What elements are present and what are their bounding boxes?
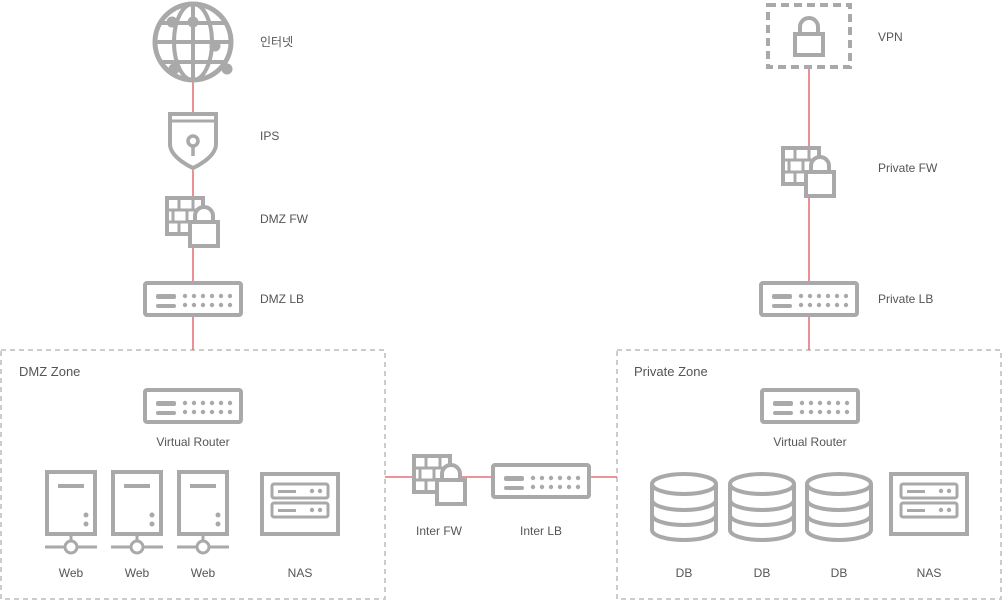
ips-label: IPS	[260, 129, 280, 143]
web-server-label-2: Web	[124, 566, 150, 580]
private-router-label: Virtual Router	[773, 435, 847, 449]
dmz-fw-icon	[165, 196, 220, 248]
dmz-router-label: Virtual Router	[156, 435, 230, 449]
private-nas-label: NAS	[916, 566, 942, 580]
database-icon-2	[728, 472, 796, 542]
inter-lb-label: Inter LB	[519, 524, 563, 538]
private-lb-icon	[759, 281, 859, 317]
database-icon-1	[650, 472, 718, 542]
dmz-fw-label: DMZ FW	[260, 212, 308, 226]
database-label-1: DB	[675, 566, 693, 580]
dmz-zone-title: DMZ Zone	[19, 364, 81, 379]
web-server-label-1: Web	[58, 566, 84, 580]
vpn-label: VPN	[878, 30, 903, 44]
link-lines	[192, 40, 810, 478]
dmz-nas-icon	[260, 472, 340, 536]
inter-fw-label: Inter FW	[415, 524, 463, 538]
globe-icon	[152, 1, 234, 83]
inter-fw-icon	[412, 454, 467, 506]
web-server-label-3: Web	[190, 566, 216, 580]
dmz-virtual-router-icon	[143, 388, 243, 424]
private-fw-label: Private FW	[878, 161, 938, 175]
database-label-2: DB	[753, 566, 771, 580]
private-virtual-router-icon	[760, 388, 860, 424]
web-server-icon-3	[175, 470, 231, 555]
internet-label: 인터넷	[260, 35, 294, 49]
dmz-lb-icon	[143, 281, 243, 317]
private-nas-icon	[889, 472, 969, 536]
inter-lb-icon	[491, 463, 591, 499]
vpn-lock-icon	[766, 3, 852, 69]
private-lb-label: Private LB	[878, 292, 934, 306]
private-fw-icon	[781, 146, 836, 198]
database-icon-3	[805, 472, 873, 542]
web-server-icon-2	[109, 470, 165, 555]
database-label-3: DB	[830, 566, 848, 580]
dmz-lb-label: DMZ LB	[260, 292, 305, 306]
shield-icon	[168, 112, 218, 171]
web-server-icon-1	[43, 470, 99, 555]
dmz-nas-label: NAS	[287, 566, 313, 580]
private-zone-title: Private Zone	[634, 364, 708, 379]
